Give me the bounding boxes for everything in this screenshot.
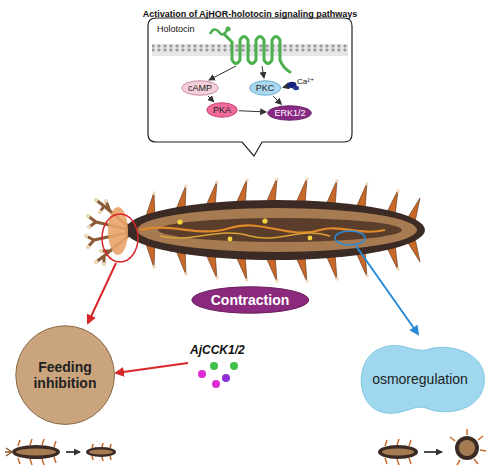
node-label: Feeding inhibition [25, 359, 105, 391]
label-wrap: AjCCK1/2 [190, 340, 245, 358]
pathway-arrow [208, 96, 214, 102]
ion-label: Ca²⁺ [297, 77, 314, 86]
mouth-highlight [102, 214, 138, 262]
outcome-ellipse: Contraction [191, 286, 310, 314]
node-label: Holotocin [157, 24, 195, 34]
node-label: Contraction [211, 292, 290, 308]
figure-title: Activation of AjHOR-holotocin signaling … [143, 9, 358, 19]
pathway-arrow [273, 96, 282, 105]
sea-cucumber-body [108, 200, 425, 260]
signal-node: PKC [249, 80, 282, 96]
node-label: ERK1/2 [274, 108, 305, 118]
signal-node: cAMP [181, 80, 219, 96]
node-label: cAMP [188, 83, 212, 93]
outcome-circle: Feeding inhibition [15, 325, 115, 425]
tentacle-tips [84, 198, 108, 266]
node-label: PKC [256, 83, 275, 93]
receptor-7tm [224, 34, 290, 72]
body-wall-highlight [335, 231, 365, 245]
signal-node: PKA [206, 102, 238, 118]
label-wrap: Ca²⁺ [297, 70, 314, 88]
callout-outline [148, 18, 352, 142]
title-wrap: Activation of AjHOR-holotocin signaling … [0, 3, 500, 21]
callout-panel: Holotocin cAMP PKC PKA ERK1/2 [148, 18, 352, 142]
blue-arrow [356, 246, 418, 334]
node-label: PKA [213, 105, 231, 115]
pathway-arrow [239, 111, 266, 112]
mini-cucumbers [5, 429, 486, 465]
red-arrow [116, 363, 188, 373]
signal-node: ERK1/2 [267, 105, 312, 121]
node-label: osmoregulation [372, 371, 468, 387]
holotocin-ligand [210, 27, 231, 35]
outcome-blob: osmoregulation [354, 341, 486, 417]
cck-peptides [198, 362, 238, 388]
red-arrow [88, 263, 116, 323]
cell-membrane [152, 44, 348, 56]
peptide-label: AjCCK1/2 [190, 343, 245, 357]
